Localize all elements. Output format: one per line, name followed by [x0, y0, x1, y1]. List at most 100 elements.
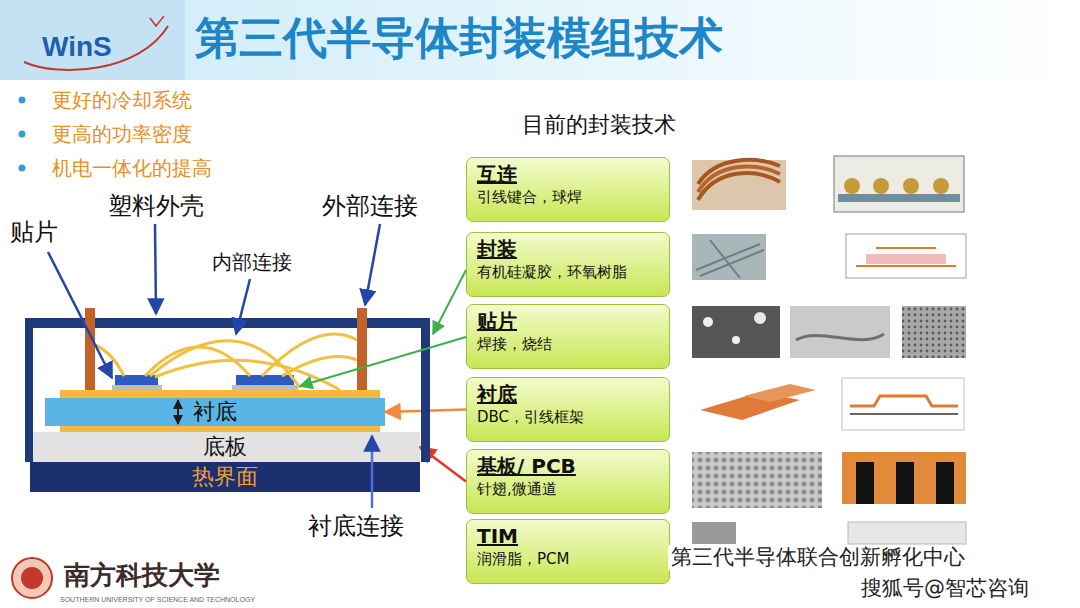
photo-wire-bond-part	[692, 160, 786, 210]
technology-box: 封装有机硅凝胶，环氧树脂	[466, 232, 670, 297]
photo-gel-encapsulation	[692, 234, 766, 280]
photo-die-attach-part	[692, 306, 780, 358]
bond-wires-part	[155, 360, 340, 390]
photo-microchannel-part	[896, 462, 914, 504]
slide-title: 第三代半导体封装模组技术	[195, 12, 723, 65]
box-body: 针翅,微通道	[477, 479, 659, 499]
photo-ball-bond-part	[873, 178, 889, 194]
box-body: 焊接，烧结	[477, 334, 659, 354]
photo-leadframe-schematic	[842, 378, 964, 430]
bullet-dots	[19, 97, 26, 172]
bullet-text: 机电一体化的提高	[52, 156, 212, 180]
technology-box: 贴片焊接，烧结	[466, 304, 670, 369]
photo-leadframe-schematic-part	[842, 378, 964, 430]
box-heading: 基板/ PCB	[477, 454, 659, 479]
box-heading: 贴片	[477, 309, 659, 334]
photo-molding-schematic	[846, 234, 966, 278]
box-heading: 衬底	[477, 382, 659, 407]
photo-die-attach-part	[754, 312, 766, 324]
photo-microchannel-part	[856, 462, 874, 504]
label-slot: 衬底连接	[308, 512, 404, 541]
leader-arrows	[48, 224, 380, 508]
thermal-interface-band: 热界面	[30, 462, 420, 492]
copper-layers	[60, 390, 380, 432]
logo-mark-part	[24, 26, 168, 70]
leader-arrows-part	[48, 252, 112, 378]
label-slot: 更高的功率密度	[52, 122, 192, 146]
label-slot: 第三代半导体联合创新孵化中心	[668, 545, 968, 570]
baseplate: 底板	[30, 432, 420, 462]
chips-part	[112, 385, 162, 390]
photo-leadframe-schematic-part	[850, 396, 958, 406]
part-label: 塑料外壳	[108, 192, 204, 221]
photo-die-attach-part	[790, 306, 890, 358]
photo-pin-fin	[692, 452, 822, 508]
terminals-part	[85, 308, 95, 390]
university-name-english: SOUTHERN UNIVERSITY OF SCIENCE AND TECHN…	[60, 596, 255, 604]
label-slot: WinS	[42, 30, 112, 64]
photo-die-attach-part	[732, 336, 740, 344]
box-body: 引线键合，球焊	[477, 187, 659, 207]
plastic-housing-part	[25, 318, 33, 462]
substrate-layer: 衬底	[45, 398, 385, 426]
technology-box: 互连引线键合，球焊	[466, 157, 670, 222]
photo-pin-fin-part	[692, 452, 822, 508]
plastic-housing-part	[421, 318, 430, 462]
label-slot: 更好的冷却系统	[52, 88, 192, 112]
label-slot: 塑料外壳	[108, 192, 204, 221]
photo-wire-bond	[692, 160, 786, 210]
photo-wire-bond-part	[698, 160, 780, 184]
bond-wires-part	[262, 334, 357, 376]
label-slot: 目前的封装技术	[522, 112, 676, 138]
photo-dbc-substrate-part	[692, 378, 824, 430]
photo-microchannel-part	[936, 462, 954, 504]
photo-microchannel	[842, 452, 966, 504]
part-label: 衬底连接	[308, 512, 404, 541]
photo-ball-bond-part	[844, 178, 860, 194]
photo-dbc-substrate	[692, 378, 824, 430]
logo-text: WinS	[42, 30, 112, 64]
label-slot: 机电一体化的提高	[52, 156, 212, 180]
university-emblem-part	[12, 558, 52, 598]
bullet-dots-part	[19, 165, 26, 172]
technology-box: 基板/ PCB针翅,微通道	[466, 449, 670, 514]
bullet-dots-part	[19, 131, 26, 138]
leader-arrows-part	[155, 224, 156, 314]
watermark: 第三代半导体联合创新孵化中心	[668, 545, 968, 570]
label-slot: 贴片	[10, 218, 58, 247]
box-heading: TIM	[477, 524, 659, 549]
green-pointer-arrows-part	[300, 337, 466, 386]
box-body: 有机硅凝胶，环氧树脂	[477, 262, 659, 282]
watermark: 搜狐号@智芯咨询	[858, 576, 1032, 601]
label-slot: 南方科技大学	[64, 560, 220, 591]
photo-thermal-grease-part	[692, 522, 736, 544]
photo-molding-schematic-part	[856, 248, 956, 266]
photo-thermal-grease	[692, 522, 966, 544]
part-label: 贴片	[10, 218, 58, 247]
section-heading: 目前的封装技术	[522, 112, 676, 138]
university-name: 南方科技大学	[64, 560, 220, 591]
leader-arrows-part	[236, 279, 250, 334]
label-slot: 搜狐号@智芯咨询	[858, 576, 1032, 601]
photo-leadframe-schematic-part	[850, 413, 958, 415]
photo-molding-schematic-part	[846, 234, 966, 278]
chips-part	[236, 375, 294, 385]
leader-arrows-part	[365, 224, 380, 305]
technology-box: 衬底DBC，引线框架	[466, 377, 670, 442]
technology-box: TIM润滑脂，PCM	[466, 519, 670, 584]
layer-label: 衬底	[193, 400, 237, 424]
photo-ball-bond-part	[838, 194, 960, 202]
photo-ball-bond-part	[903, 178, 919, 194]
layer-label: 底板	[203, 435, 247, 459]
chips-part	[232, 385, 298, 390]
photo-ball-bond	[834, 156, 964, 212]
copper-layers-part	[60, 426, 380, 432]
photo-dbc-substrate-part	[744, 384, 816, 402]
copper-layers-part	[60, 390, 380, 398]
thickness-arrow-part	[177, 400, 179, 424]
logo-mark-part	[0, 0, 185, 80]
photo-die-attach	[692, 306, 966, 358]
part-label: 内部连接	[212, 250, 292, 274]
